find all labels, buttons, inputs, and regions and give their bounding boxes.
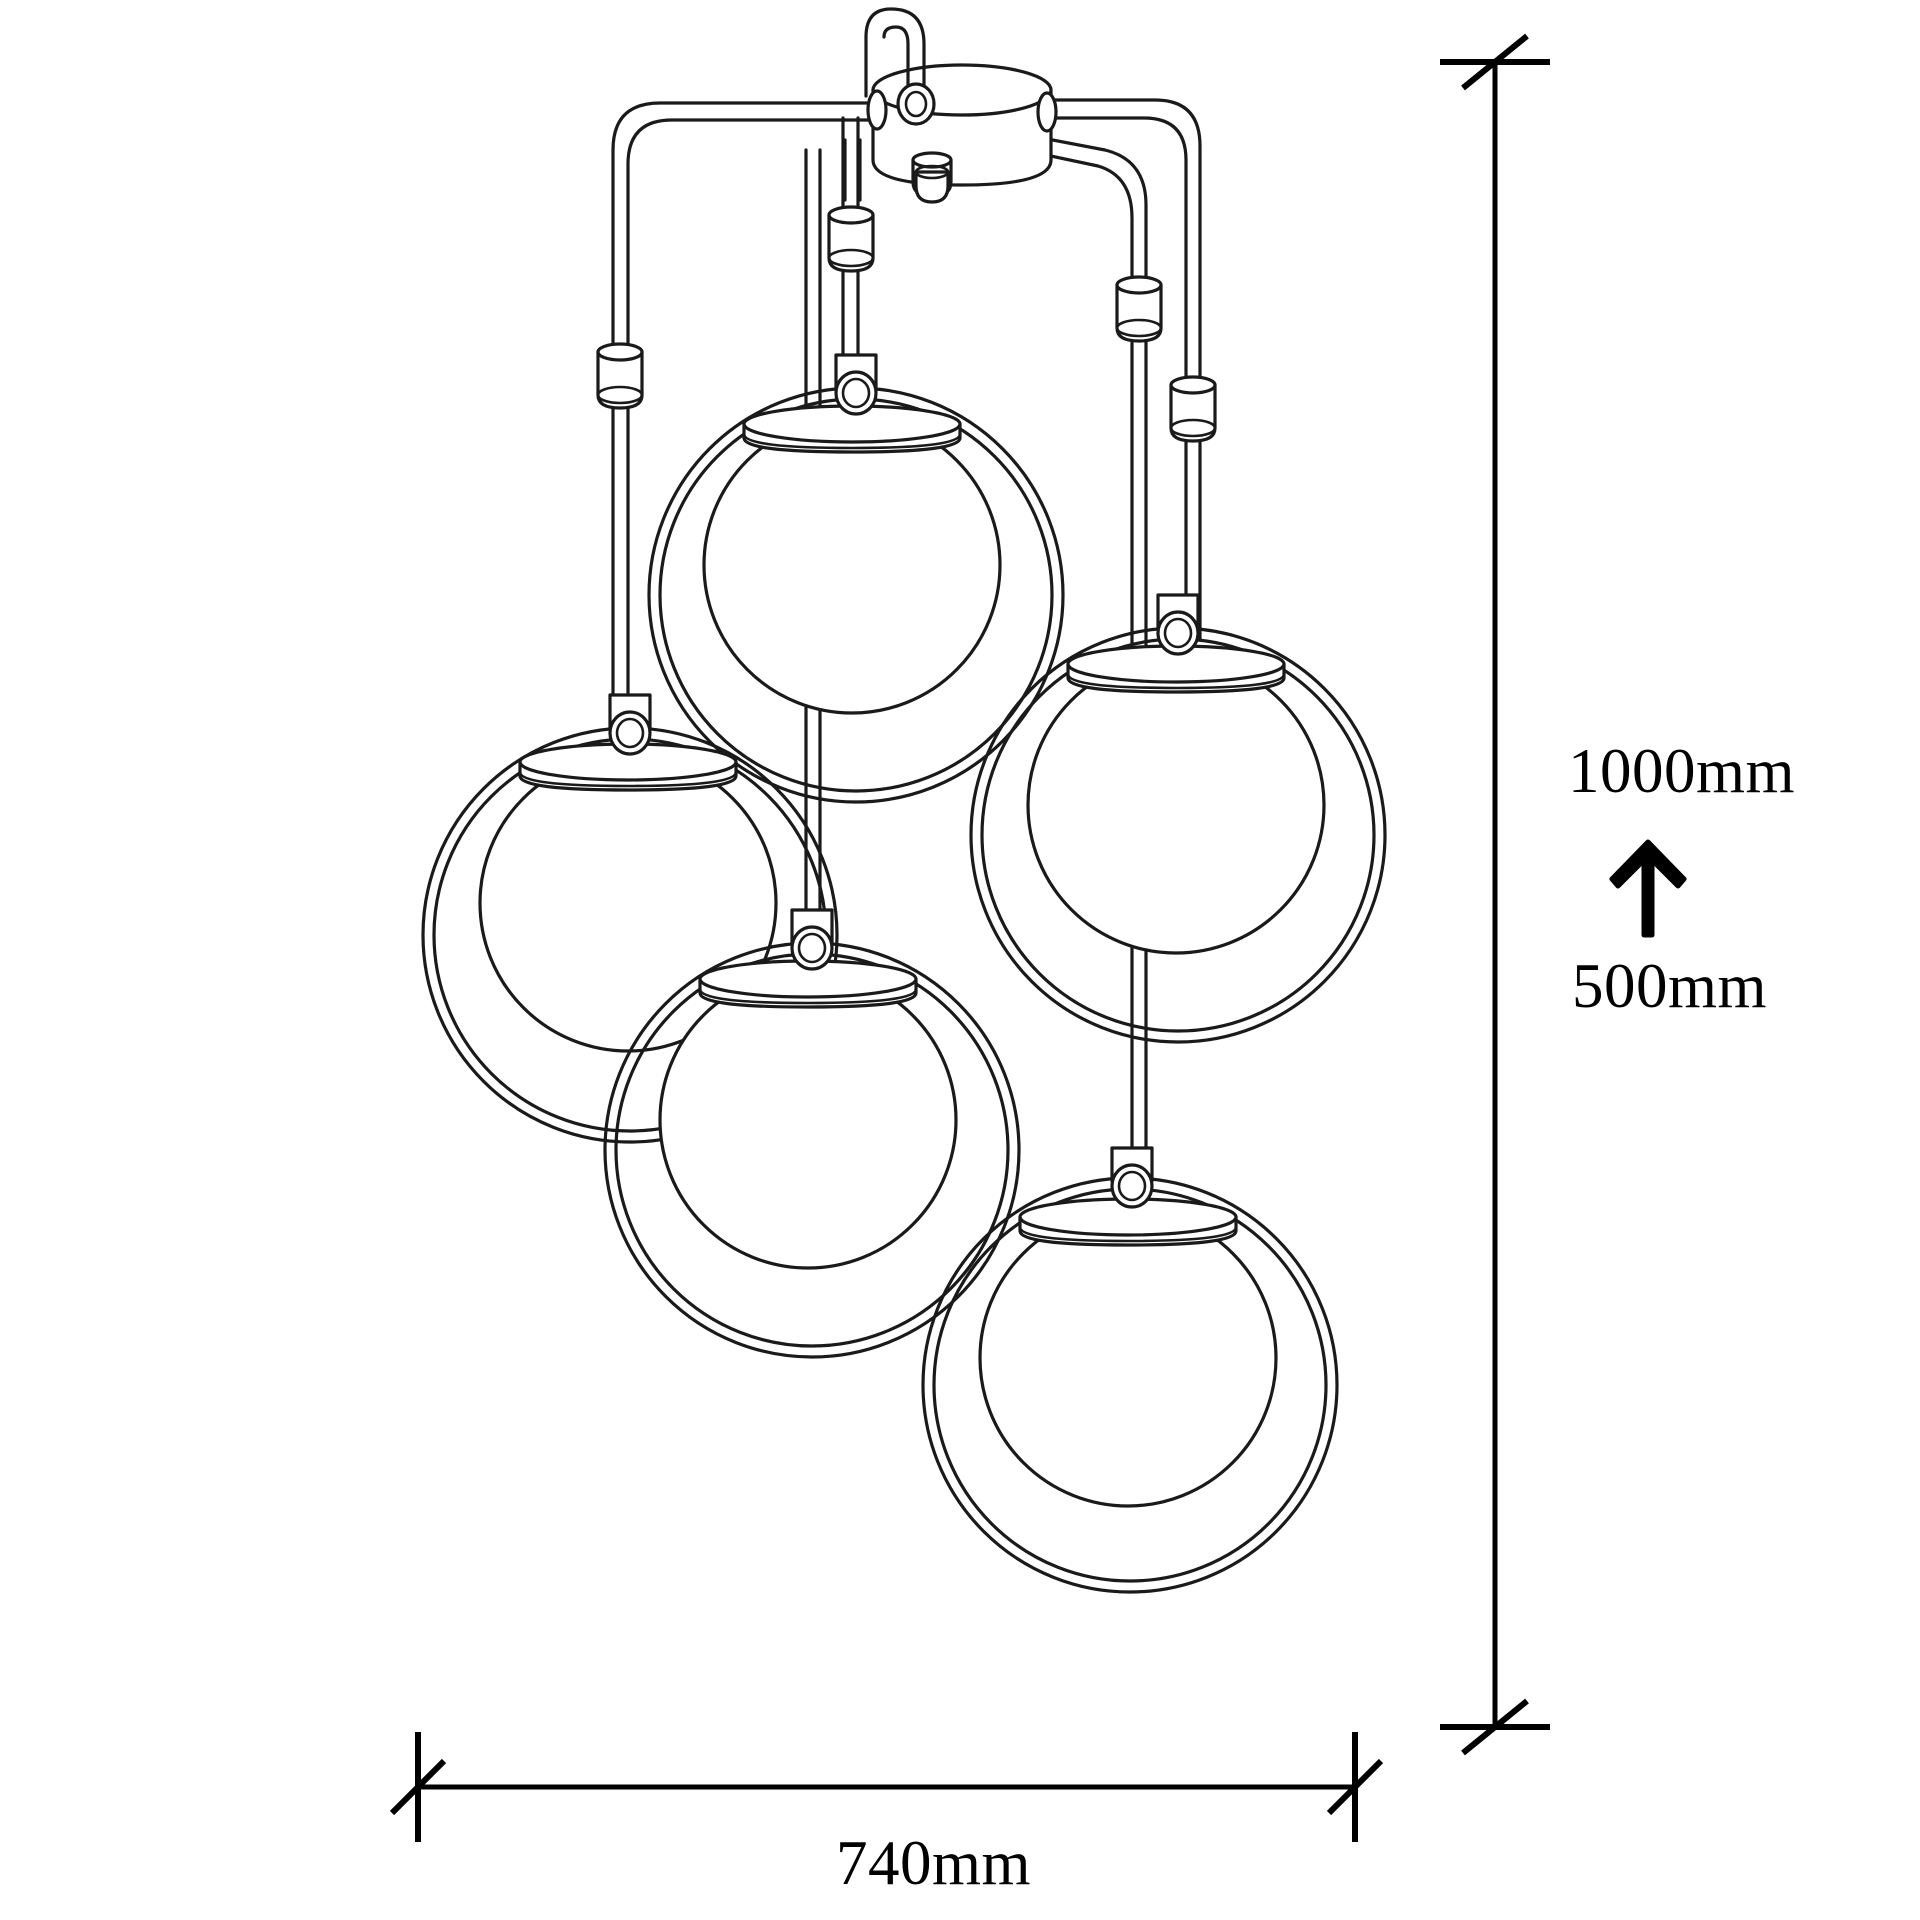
dimension-vertical — [1440, 33, 1550, 1756]
light-unit-3 — [969, 593, 1387, 1044]
dimension-label-height-min: 500mm — [1572, 951, 1768, 1021]
light-unit-5 — [921, 1146, 1339, 1594]
light-unit-4 — [603, 908, 1021, 1359]
rod-clamps — [596, 205, 1217, 443]
light-unit-1 — [647, 353, 1065, 804]
dimension-horizontal — [389, 1732, 1384, 1842]
dimension-label-width: 740mm — [836, 1828, 1032, 1898]
dimension-label-height-max: 1000mm — [1568, 736, 1796, 806]
adjustable-height-arrow-icon — [1609, 839, 1687, 938]
